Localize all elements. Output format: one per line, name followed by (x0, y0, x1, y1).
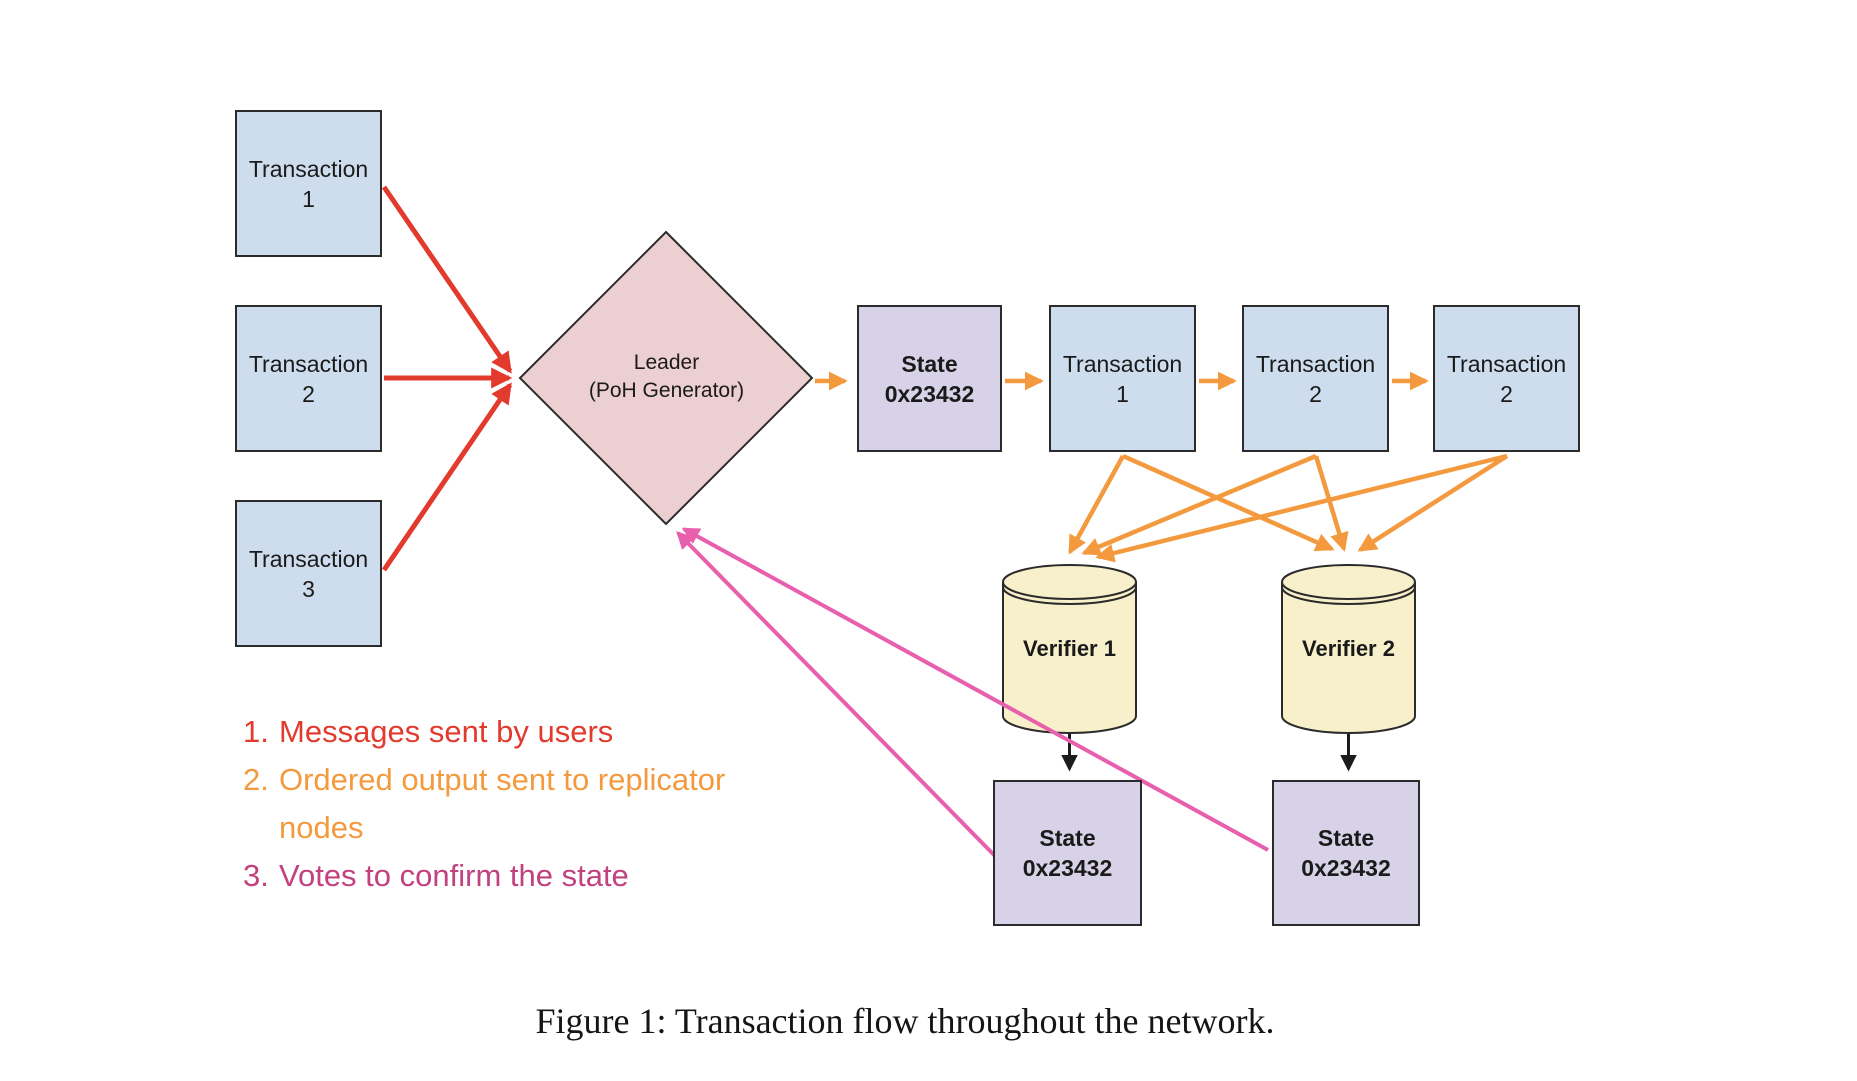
legend-item-votes: 3. Votes to confirm the state (243, 852, 739, 900)
generated-state-box: State 0x23432 (857, 305, 1002, 452)
node-label: Transaction (1255, 350, 1376, 377)
arrow-tx2-to-verifier2 (1313, 455, 1349, 552)
ordered-transaction-3-box: Transaction 2 (1433, 305, 1580, 452)
state-value: 0x23432 (884, 380, 975, 407)
arrow-state2-vote-to-leader (681, 527, 1269, 852)
verifier-2-state-box: State 0x23432 (1272, 780, 1420, 926)
user-transaction-2-box: Transaction 2 (235, 305, 382, 452)
node-label: Transaction (1062, 350, 1183, 377)
verifier-1-label: Verifier 1 (1003, 636, 1136, 662)
state-title: State (901, 350, 958, 377)
node-label-number: 3 (302, 575, 315, 602)
user-transaction-1-box: Transaction 1 (235, 110, 382, 257)
verifier-2-cylinder (1281, 564, 1416, 734)
arrow-tx2b-to-verifier1 (1095, 453, 1508, 563)
legend-text: Messages sent by users (279, 714, 614, 749)
node-label-number: 2 (1309, 380, 1322, 407)
arrow-tx1-to-verifier2 (1122, 453, 1335, 552)
pink-arrows-group (676, 527, 1269, 859)
user-transaction-3-box: Transaction 3 (235, 500, 382, 647)
legend-number: 1. (243, 714, 269, 749)
state-value: 0x23432 (1301, 855, 1391, 881)
arrow-user-tx1-to-leader (381, 185, 513, 374)
legend-number: 2. (243, 762, 269, 797)
orange-fan-arrows-group (1068, 453, 1509, 563)
arrow-state1-vote-to-leader (676, 531, 998, 859)
ordered-transaction-1-box: Transaction 1 (1049, 305, 1196, 452)
node-label-number: 2 (302, 380, 315, 407)
red-arrows-group (381, 185, 513, 572)
leader-diamond-shape (518, 230, 814, 526)
state-title: State (1039, 825, 1096, 851)
arrow-user-tx3-to-leader (381, 382, 513, 572)
node-label: Transaction (248, 155, 369, 182)
node-label-number: 2 (1500, 380, 1513, 407)
legend-text: Votes to confirm the state (279, 858, 629, 893)
node-label: Transaction (248, 350, 369, 377)
figure-caption: Figure 1: Transaction flow throughout th… (535, 1001, 1275, 1041)
legend: 1. Messages sent by users 2. Ordered out… (243, 708, 739, 900)
legend-item-ordered-output: 2. Ordered output sent to replicator nod… (243, 756, 739, 852)
node-label-number: 1 (302, 185, 315, 212)
leader-title: Leader (633, 351, 700, 374)
verifier-label-text: Verifier 2 (1302, 636, 1395, 661)
verifier-1-cylinder (1002, 564, 1137, 734)
node-label: Transaction (248, 545, 369, 572)
legend-number: 3. (243, 858, 269, 893)
verifier-2-label: Verifier 2 (1282, 636, 1415, 662)
verifier-1-state-box: State 0x23432 (993, 780, 1142, 926)
leader-subtitle: (PoH Generator) (588, 379, 745, 402)
arrow-tx2-to-verifier1 (1081, 453, 1317, 556)
state-value: 0x23432 (1022, 855, 1113, 881)
arrow-tx1-to-verifier1 (1068, 454, 1125, 555)
node-label-number: 1 (1116, 380, 1129, 407)
legend-item-messages: 1. Messages sent by users (243, 708, 739, 756)
verifier-label-text: Verifier 1 (1023, 636, 1116, 661)
leader-label: Leader (PoH Generator) (525, 349, 808, 405)
state-title: State (1317, 825, 1375, 851)
arrow-tx2b-to-verifier2 (1357, 454, 1509, 552)
node-label: Transaction (1446, 350, 1567, 377)
legend-text: Ordered output sent to replicator nodes (279, 762, 726, 845)
ordered-transaction-2-box: Transaction 2 (1242, 305, 1389, 452)
